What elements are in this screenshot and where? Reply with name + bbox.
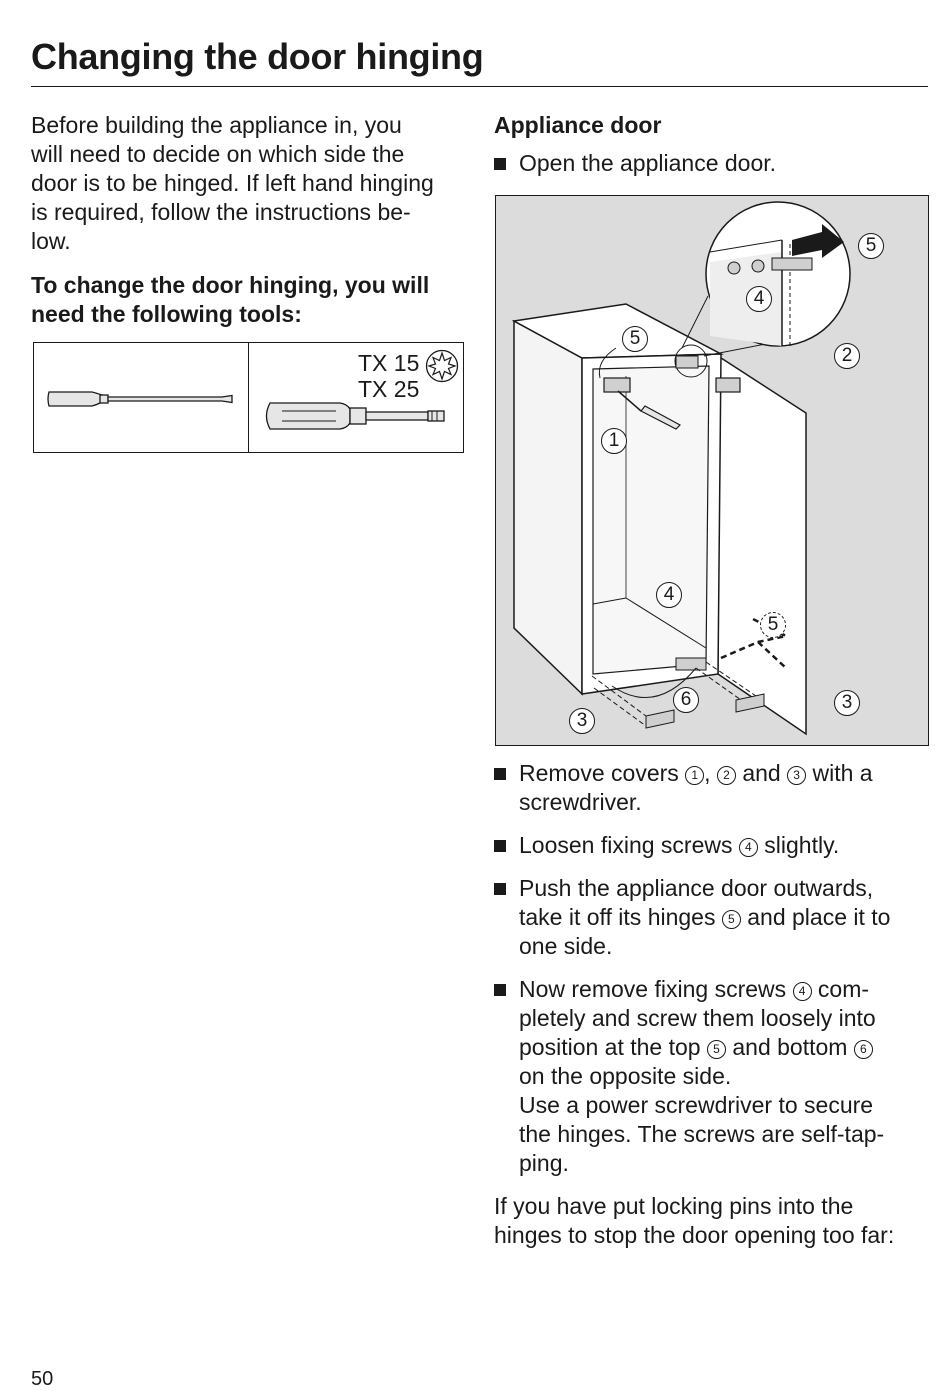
closing-line: hinges to stop the door opening too far: <box>494 1222 895 1248</box>
appliance-diagram: 5 4 5 2 1 4 5 6 3 3 <box>495 195 929 746</box>
intro-paragraph: Before building the appliance in, you wi… <box>31 111 471 256</box>
step-text: Remove covers <box>519 760 679 786</box>
closing-paragraph: If you have put locking pins into the hi… <box>494 1192 934 1250</box>
right-column: Appliance door Open the appliance door. <box>494 111 934 178</box>
step-text: Push the appliance door outwards, <box>519 875 874 901</box>
tools-table-divider <box>248 343 249 452</box>
bullet-square-icon <box>494 883 506 895</box>
callout-5-top: 5 <box>858 233 884 259</box>
step-text: the hinges. The screws are self-tap- <box>519 1121 885 1147</box>
bullet-square-icon <box>494 158 506 170</box>
intro-line: is required, follow the instructions be- <box>31 199 411 225</box>
step-text: and <box>742 760 781 786</box>
step-text: Now remove fixing screws <box>519 976 787 1002</box>
callout-4-top: 4 <box>746 286 772 312</box>
torx-star-icon <box>425 349 459 383</box>
ref-3: 3 <box>787 766 807 785</box>
step-text: on the opposite side. <box>519 1063 732 1089</box>
appliance-illustration <box>511 201 851 736</box>
ref-4: 4 <box>738 838 758 857</box>
section-heading: Appliance door <box>494 112 662 138</box>
ref-5: 5 <box>721 910 741 929</box>
step-text: one side. <box>519 933 613 959</box>
steps-list: Remove covers 1, 2 and 3 with a screwdri… <box>494 759 934 1250</box>
step-text: slightly. <box>764 832 840 858</box>
torx-size-25: TX 25 <box>358 376 420 402</box>
step-text: ping. <box>519 1150 569 1176</box>
page-number: 50 <box>31 1368 54 1390</box>
bullet-square-icon <box>494 984 506 996</box>
step-text: Loosen fixing screws <box>519 832 733 858</box>
intro-line: low. <box>31 228 71 254</box>
step-remove-screws: Now remove fixing screws 4 com- pletely … <box>494 975 934 1178</box>
tools-heading-line: need the following tools: <box>31 301 302 327</box>
step-text: com- <box>817 976 870 1002</box>
closing-line: If you have put locking pins into the <box>494 1193 854 1219</box>
step-text: position at the top <box>519 1034 701 1060</box>
title-divider <box>31 86 928 87</box>
step-text: pletely and screw them loosely into <box>519 1005 876 1031</box>
tools-heading: To change the door hinging, you will nee… <box>31 271 471 329</box>
step-text: Use a power screwdriver to secure <box>519 1092 874 1118</box>
step-text: and place it to <box>747 904 891 930</box>
intro-line: door is to be hinged. If left hand hingi… <box>31 170 434 196</box>
callout-3-right: 3 <box>834 690 860 716</box>
step-open-door: Open the appliance door. <box>494 149 934 178</box>
bullet-square-icon <box>494 768 506 780</box>
step-loosen-screws: Loosen fixing screws 4 slightly. <box>494 831 934 860</box>
page-title: Changing the door hinging <box>31 36 484 77</box>
bullet-square-icon <box>494 840 506 852</box>
ref-5: 5 <box>706 1040 726 1059</box>
callout-6: 6 <box>673 687 699 713</box>
step-text: with a <box>812 760 873 786</box>
step-text: , <box>704 760 711 786</box>
intro-line: Before building the appliance in, you <box>31 112 402 138</box>
step-text: screwdriver. <box>519 789 642 815</box>
callout-2: 2 <box>834 343 860 369</box>
ref-4: 4 <box>792 982 812 1001</box>
tools-table: TX 15 TX 25 <box>33 342 464 453</box>
ref-2: 2 <box>716 766 736 785</box>
callout-5-left: 5 <box>622 326 648 352</box>
tools-heading-line: To change the door hinging, you will <box>31 272 430 298</box>
callout-1: 1 <box>601 428 627 454</box>
intro-line: will need to decide on which side the <box>31 141 405 167</box>
callout-4-bottom: 4 <box>656 582 682 608</box>
ref-6: 6 <box>853 1040 873 1059</box>
torx-screwdriver-icon <box>265 402 445 430</box>
step-remove-covers: Remove covers 1, 2 and 3 with a screwdri… <box>494 759 934 817</box>
flat-screwdriver-icon <box>47 391 233 407</box>
torx-size-15: TX 15 <box>358 350 420 376</box>
ref-1: 1 <box>685 766 705 785</box>
callout-5-dashed: 5 <box>760 612 786 638</box>
step-push-door: Push the appliance door outwards, take i… <box>494 874 934 961</box>
step-text: take it off its hinges <box>519 904 716 930</box>
step-text: Open the appliance door. <box>519 150 777 176</box>
callout-3-left: 3 <box>569 708 595 734</box>
step-text: and bottom <box>732 1034 848 1060</box>
left-column: Before building the appliance in, you wi… <box>31 111 471 329</box>
